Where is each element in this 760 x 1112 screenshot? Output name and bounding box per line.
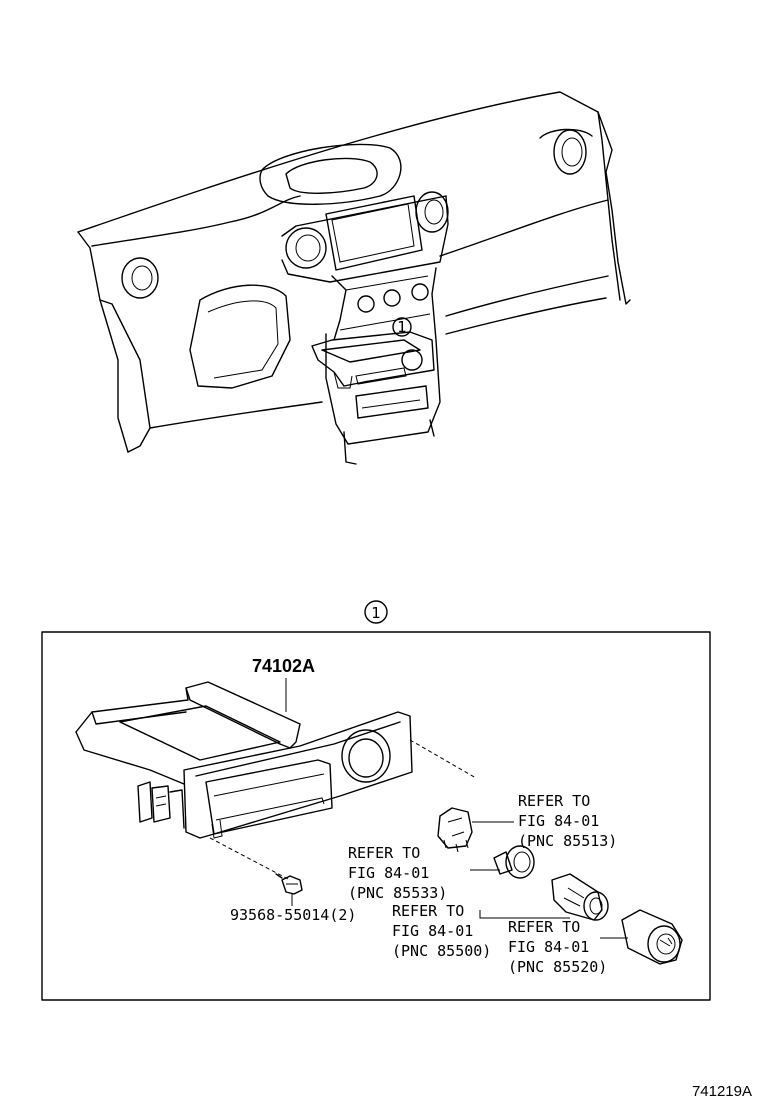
- ref2-line1: REFER TO: [348, 844, 420, 862]
- lighter-plug-part: [621, 909, 683, 965]
- fastener-label: 93568-55014(2): [230, 906, 356, 924]
- ref1-line2: FIG 84-01: [518, 812, 599, 830]
- ref1-line3: (PNC 85513): [518, 832, 617, 850]
- ref2-line2: FIG 84-01: [348, 864, 429, 882]
- guide-line-screw: [209, 837, 291, 881]
- bulb-socket-part: [437, 807, 473, 853]
- dashboard-callout-marker: 1: [397, 318, 407, 336]
- reference-pnc-85513: REFER TO FIG 84-01 (PNC 85513): [518, 792, 617, 850]
- reference-pnc-85500: REFER TO FIG 84-01 (PNC 85500): [392, 902, 491, 960]
- ref4-line2: FIG 84-01: [508, 938, 589, 956]
- reference-pnc-85533: REFER TO FIG 84-01 (PNC 85533): [348, 844, 447, 902]
- ref4-line1: REFER TO: [508, 918, 580, 936]
- guide-line-socket: [409, 739, 477, 779]
- ref3-line3: (PNC 85500): [392, 942, 491, 960]
- detail-callout-marker: 1: [371, 604, 381, 622]
- screw-fastener: [275, 873, 303, 895]
- ref3-line2: FIG 84-01: [392, 922, 473, 940]
- reference-pnc-85520: REFER TO FIG 84-01 (PNC 85520): [508, 918, 607, 976]
- part-number-label: 74102A: [252, 656, 315, 676]
- tray-bracket-assembly: [75, 681, 413, 839]
- ring-clip-part: [493, 845, 535, 879]
- ref2-line3: (PNC 85533): [348, 884, 447, 902]
- socket-housing-part: [551, 873, 609, 921]
- dashboard-illustration: 1: [77, 91, 631, 465]
- detail-frame: [41, 631, 711, 1001]
- figure-id: 741219A: [692, 1083, 752, 1100]
- ref3-leader: [479, 910, 570, 919]
- ref1-line1: REFER TO: [518, 792, 590, 810]
- ref4-line3: (PNC 85520): [508, 958, 607, 976]
- ref3-line1: REFER TO: [392, 902, 464, 920]
- detail-callout: 1: [364, 600, 388, 624]
